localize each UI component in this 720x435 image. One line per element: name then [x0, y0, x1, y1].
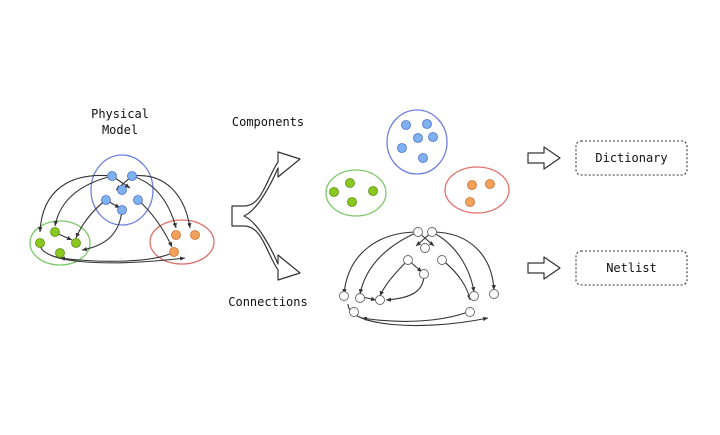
green-node: [71, 238, 81, 248]
empty-node: [420, 243, 430, 253]
green-node: [35, 238, 45, 248]
blue-node: [127, 171, 137, 181]
netlist-box: Netlist: [575, 250, 688, 286]
blue-node: [428, 132, 438, 142]
empty-node: [413, 227, 423, 237]
green-node: [50, 227, 60, 237]
green-node: [347, 197, 357, 207]
empty-node: [375, 295, 385, 305]
empty-node: [419, 269, 429, 279]
components-red-ellipse: [444, 166, 510, 214]
green-group-ellipse: [29, 220, 91, 266]
physical-model-label-line2: Model: [102, 123, 138, 137]
split-arrow-shape: [231, 151, 301, 281]
orange-node: [169, 247, 179, 257]
physical-connections: [38, 174, 192, 264]
empty-node: [469, 291, 479, 301]
physical-model: Physical Model: [29, 107, 215, 266]
blue-node: [418, 153, 428, 163]
blue-node: [117, 205, 127, 215]
green-node: [329, 187, 339, 197]
empty-node: [349, 307, 359, 317]
components-blue-ellipse: [386, 109, 448, 175]
orange-node: [485, 179, 495, 189]
connections-label: Connections: [228, 295, 307, 309]
blue-nodes: [101, 171, 143, 215]
green-node: [368, 186, 378, 196]
dictionary-box-frame: [575, 140, 688, 176]
blue-group-ellipse: [90, 154, 154, 226]
arrow-to-dictionary: [527, 146, 561, 170]
blue-node: [413, 133, 423, 143]
orange-node: [465, 197, 475, 207]
dictionary-label: Dictionary: [595, 151, 667, 165]
green-node: [345, 178, 355, 188]
empty-node: [339, 291, 349, 301]
empty-node: [437, 255, 447, 265]
blue-node: [107, 171, 117, 181]
empty-node: [465, 307, 475, 317]
blue-node: [133, 195, 143, 205]
blue-node: [397, 143, 407, 153]
empty-node: [427, 227, 437, 237]
orange-node: [467, 180, 477, 190]
arrow-to-netlist: [527, 256, 561, 280]
blue-node: [101, 195, 111, 205]
empty-node: [489, 289, 499, 299]
green-node: [55, 248, 65, 258]
blue-node: [401, 120, 411, 130]
blue-node: [117, 185, 127, 195]
connections-graph: [339, 227, 499, 327]
components-label: Components: [232, 115, 304, 129]
orange-node: [171, 230, 181, 240]
orange-nodes: [169, 230, 200, 257]
netlist-label: Netlist: [606, 261, 657, 275]
physical-model-label-line1: Physical: [91, 107, 149, 121]
netlist-box-frame: [575, 250, 688, 286]
orange-node: [190, 230, 200, 240]
empty-node: [355, 293, 365, 303]
split-arrow: Components Connections: [228, 115, 307, 309]
dictionary-box: Dictionary: [575, 140, 688, 176]
components-group: [325, 109, 510, 217]
components-green-ellipse: [325, 169, 387, 217]
empty-node: [403, 255, 413, 265]
green-nodes: [35, 227, 81, 258]
red-group-ellipse: [149, 219, 215, 265]
blue-node: [422, 119, 432, 129]
